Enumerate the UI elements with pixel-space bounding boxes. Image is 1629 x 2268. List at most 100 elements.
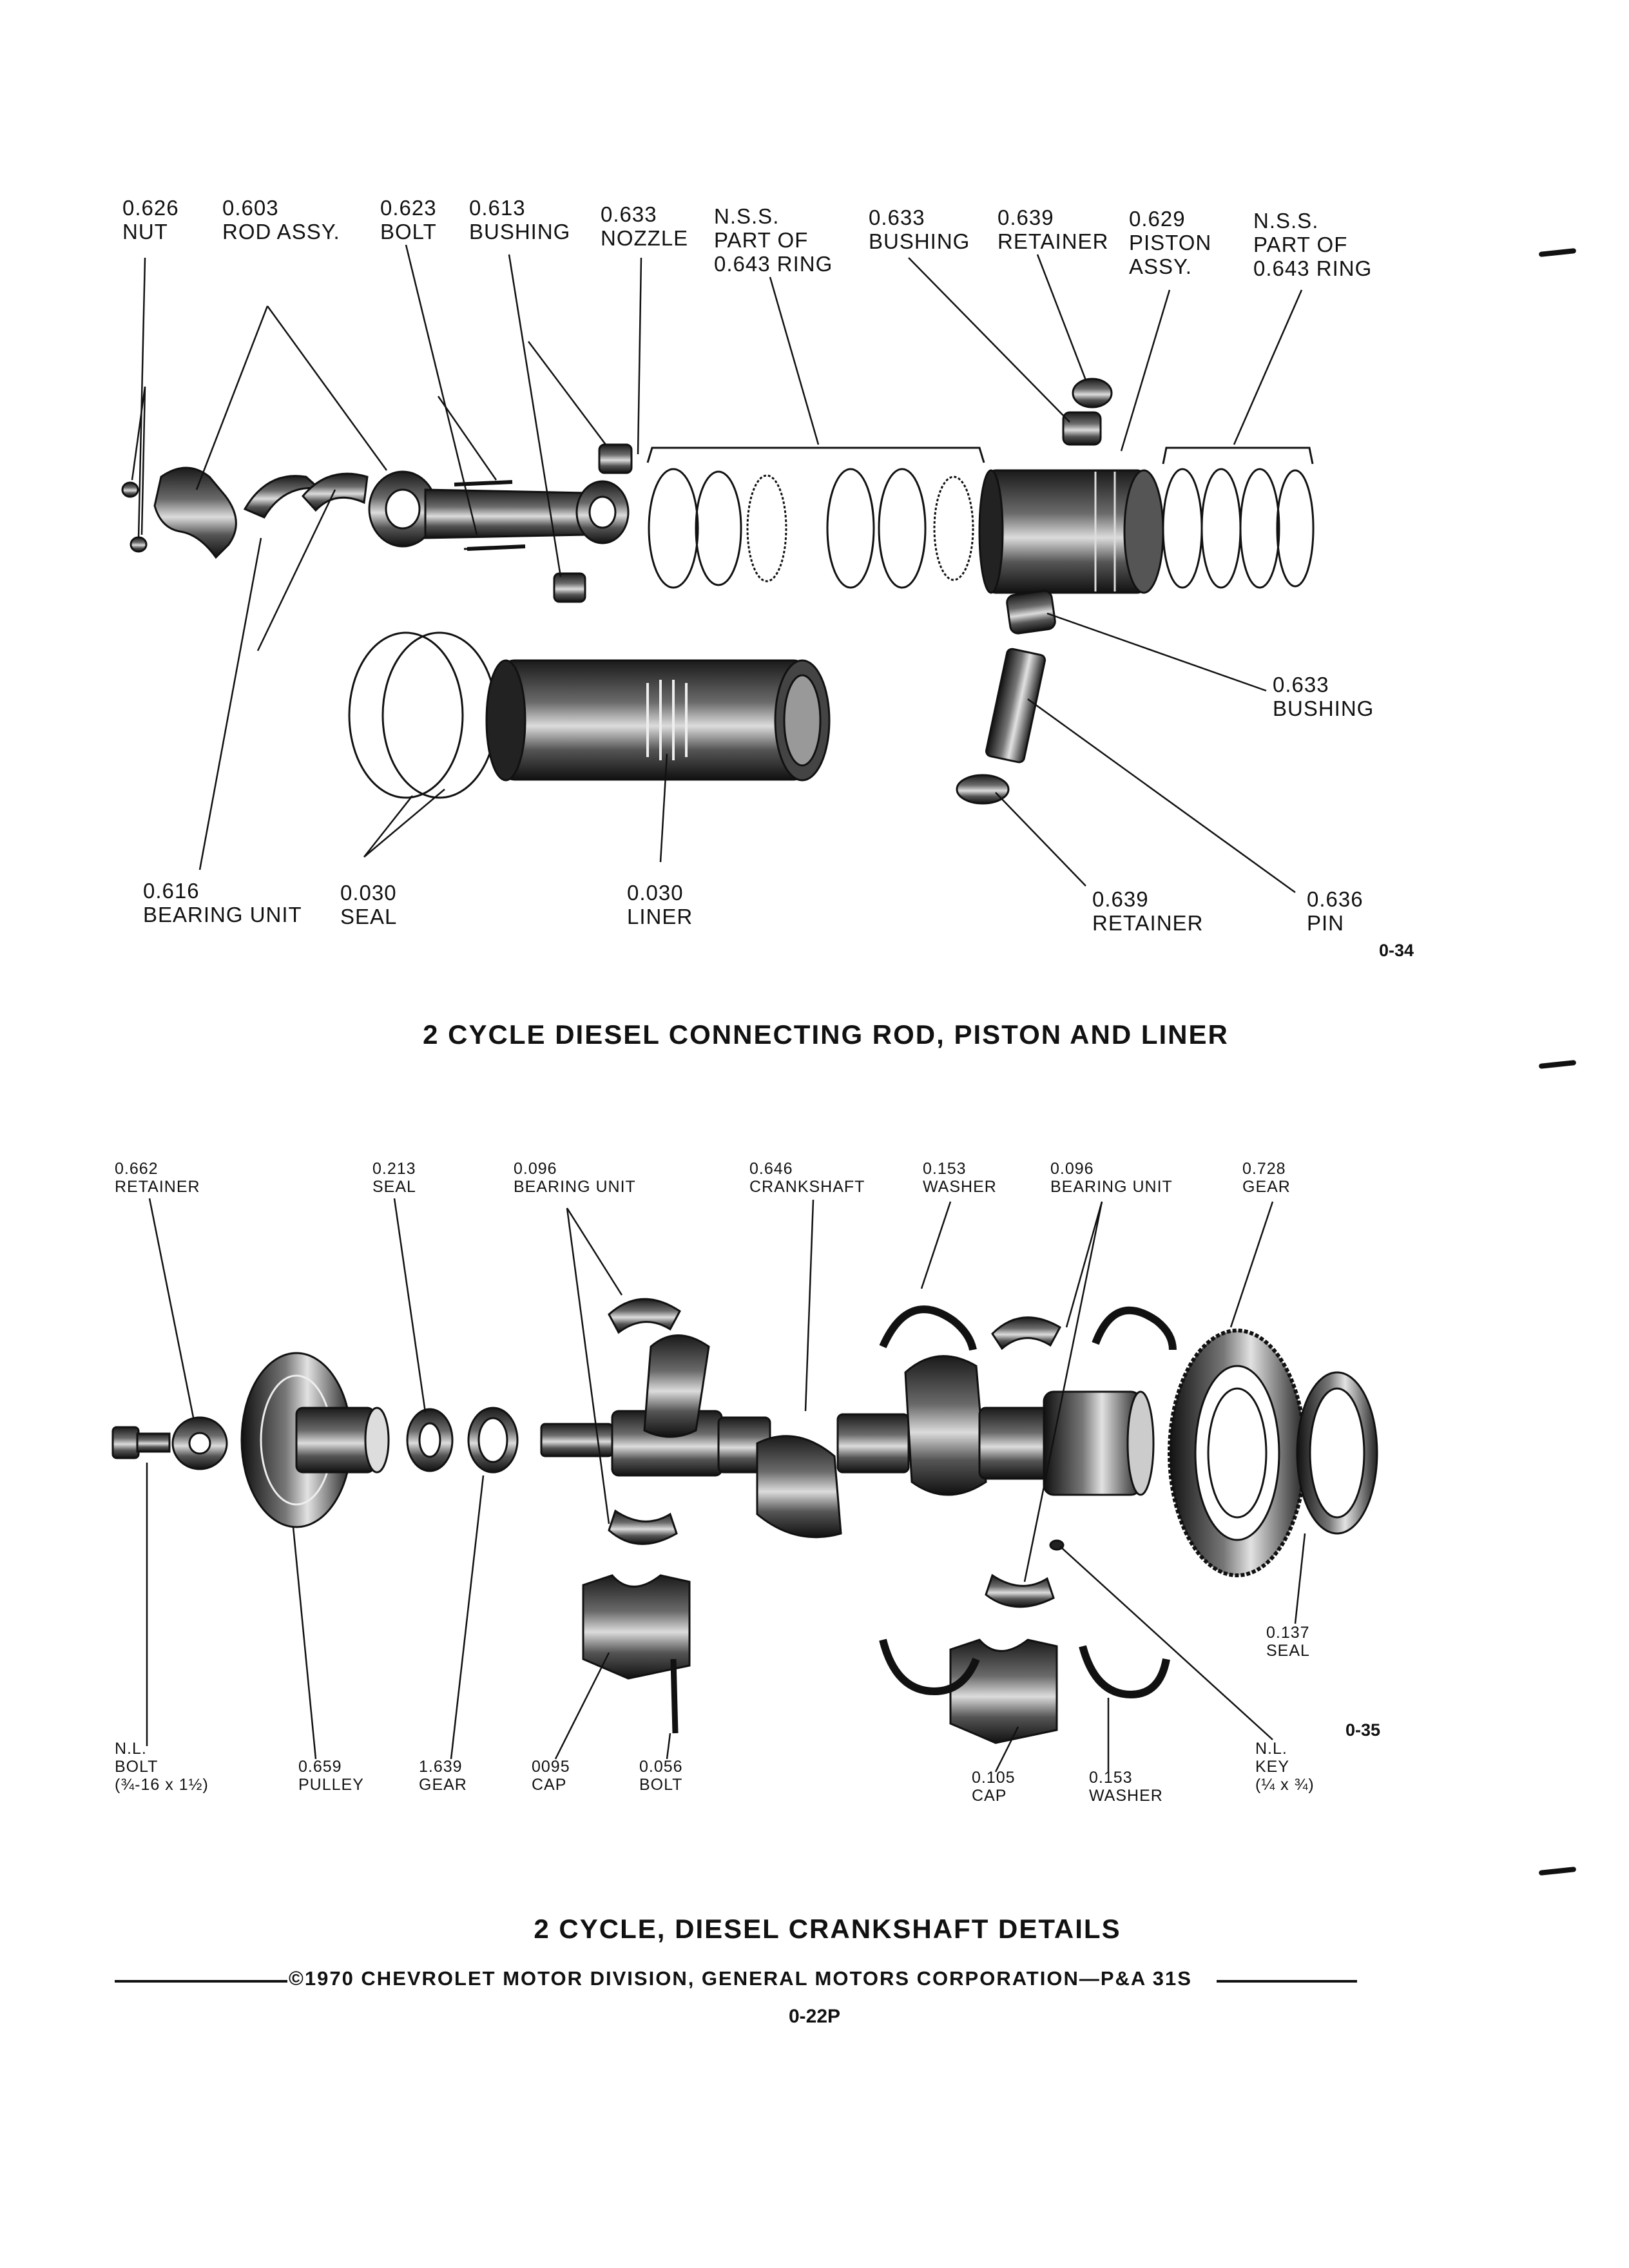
part-name: PISTON	[1129, 230, 1212, 255]
part-number: 0.213	[372, 1160, 416, 1178]
label-crank-bearing-unit: 0.096 BEARING UNIT	[514, 1160, 636, 1196]
piston-rings-right	[1162, 468, 1315, 589]
copyright-line: ©1970 CHEVROLET MOTOR DIVISION, GENERAL …	[289, 1967, 1192, 1990]
part-number: N.L.	[1255, 1740, 1287, 1758]
label-nss-ring-1: N.S.S. PART OF 0.643 RING	[714, 204, 833, 276]
label-crank-seal: 0.213 SEAL	[372, 1160, 416, 1196]
part-name: SEAL	[372, 1178, 416, 1196]
part-number: 0.616	[143, 879, 200, 903]
part-number: 0.105	[972, 1769, 1016, 1787]
bearing-shell-top-2	[991, 1316, 1062, 1350]
part-name: GEAR	[1242, 1178, 1291, 1196]
part-number: 0.613	[469, 196, 526, 220]
part-name: GEAR	[419, 1776, 467, 1794]
pulley-part	[240, 1352, 390, 1528]
main-cap-part	[582, 1574, 691, 1680]
label-pin: 0.636 PIN	[1307, 887, 1364, 936]
label-seal: 0.030 SEAL	[340, 881, 397, 929]
part-name-line2: (¾-16 x 1½)	[115, 1776, 209, 1794]
figure-number: 0-34	[1379, 941, 1414, 960]
label-cap-2: 0.105 CAP	[972, 1769, 1016, 1805]
footer-rule-left	[115, 1980, 287, 1983]
part-number: N.S.S.	[714, 204, 780, 228]
retainer-part-lower	[956, 774, 1010, 805]
part-name-line2: (¼ x ¾)	[1255, 1776, 1315, 1794]
piston-rings-left	[648, 468, 974, 589]
part-number: 0.153	[1089, 1769, 1133, 1787]
label-nut: 0.626 NUT	[122, 196, 179, 244]
bearing-shell-top	[608, 1298, 681, 1334]
ring-bracket-right	[1162, 447, 1314, 465]
part-name: BOLT	[115, 1758, 159, 1776]
figure-caption: 2 CYCLE DIESEL CONNECTING ROD, PISTON AN…	[423, 1019, 1229, 1050]
rod-bolt-part	[454, 480, 513, 486]
label-bushing-3: 0.633 BUSHING	[1273, 673, 1374, 721]
part-name: LINER	[627, 904, 693, 928]
bushing-part-top	[1062, 411, 1102, 446]
part-number: 0.639	[1092, 887, 1149, 911]
part-number: 0.633	[869, 206, 925, 229]
part-name: ROD ASSY.	[222, 219, 340, 244]
thrust-washer-top-2	[1092, 1306, 1177, 1350]
part-number: 0.639	[998, 206, 1054, 229]
label-crank-gear: 0.728 GEAR	[1242, 1160, 1291, 1196]
part-name: WASHER	[923, 1178, 997, 1196]
bearing-shell-bottom-2	[985, 1573, 1055, 1608]
part-number: 0.137	[1266, 1624, 1310, 1642]
crankshaft-part	[540, 1334, 1155, 1539]
part-name: BEARING UNIT	[1050, 1178, 1173, 1196]
part-number: 0.623	[380, 196, 437, 220]
part-name: BOLT	[380, 219, 437, 244]
top-leader-lines	[131, 244, 1303, 894]
part-name: PULLEY	[298, 1776, 364, 1794]
piston-pin-part	[985, 648, 1046, 764]
part-name: CAP	[972, 1787, 1007, 1805]
label-liner: 0.030 LINER	[627, 881, 693, 929]
label-bushing-2: 0.633 BUSHING	[869, 206, 970, 254]
label-crank-washer-2: 0.153 WASHER	[1089, 1769, 1163, 1805]
retainer-part	[1072, 378, 1113, 408]
nl-bolt-part	[111, 1426, 171, 1459]
part-name: PART OF	[1253, 232, 1348, 256]
bottom-figure-parts	[111, 1298, 1378, 1744]
ring-bracket-left	[646, 447, 985, 463]
liner-part	[485, 659, 831, 782]
part-number: 0.629	[1129, 207, 1186, 231]
part-name: NOZZLE	[601, 226, 689, 250]
crank-gear-small-part	[467, 1407, 519, 1474]
label-piston-assy: 0.629 PISTON ASSY.	[1129, 207, 1211, 279]
figure-number-2: 0-35	[1345, 1720, 1381, 1740]
part-name: KEY	[1255, 1758, 1290, 1776]
part-name: NUT	[122, 219, 168, 244]
footer-rule-right	[1217, 1980, 1357, 1983]
rod-bolt-part-2	[467, 544, 526, 551]
part-number: 0.633	[601, 202, 657, 226]
label-nl-key: N.L. KEY (¼ x ¾)	[1255, 1740, 1315, 1794]
label-cap-bolt: 0.056 BOLT	[639, 1758, 683, 1794]
thrust-washer-bottom-2	[1079, 1645, 1170, 1699]
liner-seals-part	[348, 631, 497, 799]
part-name: PIN	[1307, 910, 1345, 935]
part-number: 0.153	[923, 1160, 967, 1178]
part-name: BUSHING	[1273, 696, 1374, 720]
part-name: BUSHING	[869, 229, 970, 253]
part-name: CRANKSHAFT	[749, 1178, 865, 1196]
part-name-line2: ASSY.	[1129, 254, 1192, 278]
part-number: 1.639	[419, 1758, 463, 1776]
top-figure-parts	[121, 378, 1315, 805]
label-cap: 0095 CAP	[532, 1758, 570, 1794]
part-name: WASHER	[1089, 1787, 1163, 1805]
piston-part	[978, 469, 1164, 594]
label-rod-assy: 0.603 ROD ASSY.	[222, 196, 340, 244]
part-number: 0.603	[222, 196, 279, 220]
part-name: PART OF	[714, 227, 809, 252]
label-crank-retainer: 0.662 RETAINER	[115, 1160, 200, 1196]
label-crank-gear-2: 1.639 GEAR	[419, 1758, 467, 1794]
part-name: BEARING UNIT	[143, 902, 302, 927]
part-number: 0.662	[115, 1160, 159, 1178]
part-number: 0095	[532, 1758, 570, 1776]
part-number: 0.633	[1273, 673, 1329, 697]
figure-caption-2: 2 CYCLE, DIESEL CRANKSHAFT DETAILS	[534, 1914, 1121, 1944]
part-number: N.L.	[115, 1740, 147, 1758]
